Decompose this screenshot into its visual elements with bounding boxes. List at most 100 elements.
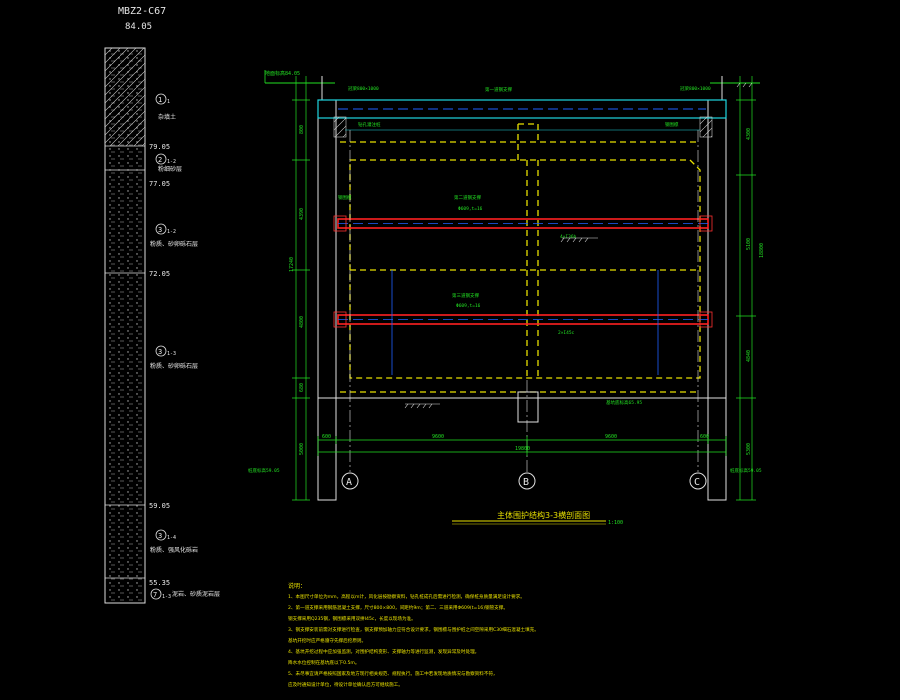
waler-label: 钢围檩: [665, 121, 679, 128]
dimension-text: 600: [700, 434, 709, 440]
svg-text:18800: 18800: [759, 243, 765, 258]
support-end-right: [699, 215, 713, 232]
svg-text:5100: 5100: [746, 238, 752, 250]
svg-text:A: A: [346, 477, 352, 488]
note-line: 1、本图尺寸单位为mm，高程以m计，风化层按勘察资料，钻孔桩成孔后需进行检测，确…: [288, 593, 525, 600]
pile-base-label-right: 桩底标高59.05: [730, 467, 762, 474]
layer-tag: 3 1-2 粉质、砂卵砾石层: [150, 223, 198, 248]
note-line: 基坑开挖时应严格遵守先撑后挖原则。: [288, 637, 366, 644]
pit-bottom-label: 基坑底标高65.95: [606, 399, 642, 406]
svg-text:17240: 17240: [289, 257, 295, 272]
note-line: 应及时通知设计单位，待设计单位确认后方可继续施工。: [288, 681, 403, 688]
left-dimension-chain: [292, 76, 310, 501]
svg-text:1-3: 1-3: [167, 351, 176, 357]
support-end-left: [333, 215, 347, 232]
left-dimension-labels: 800 4390 4800 680 5000 17240: [289, 125, 305, 455]
borehole-fill-layer: [105, 48, 145, 146]
axis-bubble-b: B: [518, 472, 536, 490]
support-end-right: [699, 311, 713, 328]
borehole-title: MBZ2-C67: [118, 6, 166, 17]
svg-text:粉质、砂卵砾石层: 粉质、砂卵砾石层: [150, 240, 198, 248]
notes-block: 说明： 1、本图尺寸单位为mm，高程以m计，风化层按勘察资料，钻孔桩成孔后需进行…: [288, 582, 539, 688]
layer-tag: 1 1 杂填土: [155, 93, 176, 121]
elevation-label: 77.05: [149, 180, 170, 188]
svg-text:泥岩、砂质泥岩层: 泥岩、砂质泥岩层: [172, 590, 220, 598]
svg-text:2: 2: [158, 156, 162, 164]
side-tag-label: 4×I36b: [560, 234, 577, 240]
note-line: 钢支撑采用Q235钢，钢围檩采用双拼I45c，长度以现场为准。: [288, 615, 416, 622]
layer-tag: 3 1-4 粉质、强风化砾岩: [150, 529, 198, 554]
dimension-text: 9600: [605, 434, 617, 440]
svg-text:4300: 4300: [746, 128, 752, 140]
svg-text:3: 3: [158, 226, 162, 234]
second-support-spec: Φ609,t=16: [458, 206, 483, 212]
note-line: 2、第一道支撑采用钢筋混凝土支撑，尺寸800×800，间距约9m；第二、三道采用…: [288, 604, 508, 611]
svg-text:粉质、砂卵砾石层: 粉质、砂卵砾石层: [150, 362, 198, 370]
third-support-label: 第三道钢支撑: [452, 292, 479, 299]
svg-text:粉质、强风化砾岩: 粉质、强风化砾岩: [150, 546, 198, 554]
crown-beam-label-left: 冠梁800×1000: [348, 85, 379, 92]
svg-text:5000: 5000: [299, 443, 305, 455]
crown-beam-right: [699, 116, 713, 138]
section-drawing: 地面标高84.05: [248, 70, 765, 526]
crown-beam-label-right: 冠梁800×1000: [680, 85, 711, 92]
pile-note-label: 钻孔灌注桩: [358, 121, 381, 128]
elevation-label: 72.05: [149, 270, 170, 278]
side-tag-label: 2×I45c: [558, 330, 575, 336]
borehole-surface-elevation: 84.05: [125, 22, 152, 32]
section-scale: 1:100: [608, 520, 623, 526]
svg-text:7: 7: [153, 591, 157, 599]
layer-tag: 7 1-3 泥岩、砂质泥岩层: [150, 588, 220, 600]
right-dimension-chain: [736, 76, 756, 501]
notes-header: 说明：: [288, 582, 306, 590]
svg-text:680: 680: [299, 383, 305, 392]
elevation-label: 79.05: [149, 143, 170, 151]
dimension-text: 600: [322, 434, 331, 440]
dimension-text: 9600: [432, 434, 444, 440]
svg-text:1: 1: [167, 99, 170, 105]
dimension-total: 19800: [515, 446, 530, 452]
second-support-label: 第二道钢支撑: [454, 194, 481, 201]
first-concrete-support: [317, 99, 727, 119]
axis-bubble-c: C: [689, 472, 707, 490]
third-support-spec: Φ609,t=16: [456, 303, 481, 309]
right-dimension-labels: 4300 5100 4840 5300 18800: [746, 128, 765, 455]
pile-base-label-left: 桩底标高59.05: [248, 467, 280, 474]
svg-text:4840: 4840: [746, 350, 752, 362]
svg-text:1-3: 1-3: [162, 594, 171, 600]
axis-bubble-a: A: [341, 472, 359, 490]
crown-beam-left: [333, 116, 347, 138]
svg-text:B: B: [523, 477, 529, 488]
svg-text:1-2: 1-2: [167, 229, 176, 235]
bottom-dimensions: [317, 436, 727, 456]
elevation-label: 59.05: [149, 502, 170, 510]
sump-pit: [517, 391, 539, 423]
layer-tag: 3 1-3 粉质、砂卵砾石层: [150, 345, 198, 370]
svg-text:3: 3: [158, 348, 162, 356]
svg-text:1: 1: [158, 96, 162, 104]
svg-text:5300: 5300: [746, 443, 752, 455]
svg-text:4390: 4390: [299, 208, 305, 220]
ground-level-label: 地面标高84.05: [265, 70, 300, 77]
svg-text:3: 3: [158, 532, 162, 540]
svg-text:1-2: 1-2: [167, 159, 176, 165]
layer-tag: 2 1-2 粉细砂层: [155, 153, 182, 173]
svg-text:4800: 4800: [299, 316, 305, 328]
svg-text:1-4: 1-4: [167, 535, 176, 541]
waler-label: 钢围檩: [338, 194, 352, 201]
svg-text:800: 800: [299, 125, 305, 134]
soil-hatch-marks: [404, 82, 753, 409]
first-support-label: 第一道钢支撑: [485, 86, 512, 93]
station-structure-outline: [349, 123, 701, 379]
support-end-left: [333, 311, 347, 328]
svg-text:粉细砂层: 粉细砂层: [158, 165, 182, 173]
note-line: 3、钢支撑安装前需对支撑进行检查，钢支撑预加轴力应符合设计要求，钢围檩与围护桩之…: [288, 626, 539, 633]
note-line: 4、基坑开挖过程中应加强监测，对围护结构变形、支撑轴力等进行监测，发现异常及时处…: [288, 648, 479, 655]
note-line: 降水水位控制在基坑底以下0.5m。: [288, 659, 360, 666]
borehole-log: MBZ2-C67 84.05 79.05 77.05 72.05 59.05 5…: [104, 6, 220, 604]
svg-text:C: C: [694, 477, 700, 488]
elevation-label: 55.35: [149, 579, 170, 587]
section-title: 主体围护结构3-3横剖面图: [497, 510, 590, 520]
